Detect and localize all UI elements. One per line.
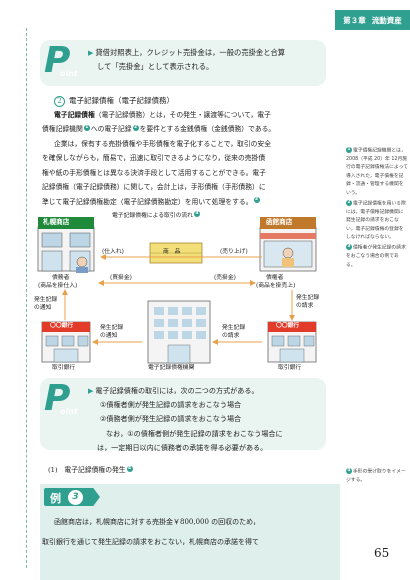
point-logo-suffix: oint [60,407,78,416]
request-mid-label-1: 発生記録 [222,325,246,331]
section-heading: 2 電子記録債権（電子記録債務） [54,95,174,107]
definition-line-2c: を要件とする金銭債権（金銭債務）である。 [139,125,276,134]
side-note-number: 4 [346,468,352,474]
right-bank-sign: 〇〇銀行 [276,323,300,329]
point-logo: P oint [44,40,80,81]
point-line-2: して「売掛金」として表示される。 [97,62,214,71]
chapter-number: 第３章 [343,15,366,25]
point-logo-letter: P [44,378,71,419]
point2-line-3: ②債務者側が発生記録の請求をおこなう場合 [100,414,242,424]
footnote-marker-4: 4 [193,211,200,217]
footnote-marker-1: 1 [83,125,90,132]
usage-line: 準じて電子記録債権勘定（電子記録債務勘定）を用いて処理をする。 [42,197,253,206]
definition-line-2b: への電子記録 [90,125,132,134]
right-shop-building [259,217,317,272]
creditor-label: 債権者 [266,275,284,281]
left-bank-building [41,321,91,363]
request-right-label-1: 発生記録 [296,295,320,301]
chapter-tab: 第３章 流動資産 [335,10,410,30]
definition-line-1: （電子記録債務）とは，その発生・譲渡等について，電子 [94,111,271,119]
point-panel-2 [40,378,326,450]
example-number: 3 [68,490,83,505]
chapter-title: 流動資産 [371,15,402,25]
page-number: 65 [374,546,390,560]
point2-line-4: なお，①の債権者側が発生記録の請求をおこなう場合に [106,428,283,438]
goods-label: 商 品 [163,249,181,255]
side-note-text: 電子記録債権を用いる際には，電子債権記録機関に発生記録の請求をおこない，電子記録… [346,201,406,241]
flow-title-text: 電子記録債権による取引の流れ [112,212,193,219]
section-title: 電子記録債権（電子記録債務） [69,96,174,105]
goods-box [149,242,203,264]
example-line-1: 函館商店は，札幌商店に対する売掛金￥800,000 の回収のため， [54,518,260,526]
right-shop-sign: 函館商店 [266,218,293,226]
left-bank-label: 取引銀行 [52,365,76,371]
creditor-sub-label: (商品を掛売上) [256,283,296,289]
usage-line: 記録債権（電子記録債務）に関して，会計上は，手形債権（手形債務）に [42,183,266,192]
right-bank-building [267,321,317,363]
center-label: 電子記録債権機関 [148,365,195,371]
footnote-marker-4b: 4 [126,465,133,472]
point-logo-suffix: oint [60,69,78,78]
receivable-label: (売掛金) [214,275,236,281]
sales-label: (売り上げ) [220,249,248,255]
point-panel [40,40,326,86]
side-note-text: 債権者が発生記録の請求をおこなう場合の例である。 [346,245,406,268]
left-shop-sign: 札幌商店 [43,218,70,226]
notify-mid-label-1: 発生記録 [100,325,124,331]
bullet-arrow-icon: ▶ [88,49,94,57]
footnote-marker-3: 3 [253,197,260,204]
example-line-2: 取引銀行を通じて発生記録の請求をおこない，札幌商店の承諾を得て [42,538,259,546]
bullet-arrow-icon: ▶ [88,387,94,395]
usage-line: 企業は，保有する売掛債権や手形債権を電子化することで，取引の安全 [54,140,272,148]
side-note-text: 手形の受け取りをイメージする。 [346,469,406,483]
center-institution-building [147,300,211,364]
notify-mid-label-2: の通知 [100,333,118,339]
side-note-text: 電子債権記録機関とは，2008（平成 20）年 12月施行の電子記録債権法によっ… [346,148,408,196]
footnote-marker-2: 2 [132,125,139,132]
debtor-label: 債務者 [52,275,70,281]
usage-line: 権や紙の手形債権とは異なる決済手段として活用することができる。電子 [42,168,266,177]
notify-left-label-1: 発生記録 [34,297,58,303]
point2-line-2: ①債権者側が発生記録の請求をおこなう場合 [100,400,242,410]
example-badge: 例 3 [44,488,100,506]
request-mid-label-2: の請求 [222,333,240,339]
point-line-1: 貸借対照表上，クレジット売掛金は，一般の売掛金と合算 [95,48,286,57]
left-bank-sign: 〇〇銀行 [50,323,74,329]
notify-left-label-2: の通知 [34,305,52,311]
definition-line-2a: 債権記録機関 [42,125,83,134]
point-text-2: ▶電子記録債権の取引には，次の二つの方式がある。 ①債権者側が発生記録の請求をお… [88,384,324,455]
paragraph-usage: 企業は，保有する売掛債権や手形債権を電子化することで，取引の安全 を確保しながら… [42,137,332,209]
point2-line-5: は，一定期日以内に債務者の承諾を得る必要がある。 [97,442,268,452]
point-logo-letter: P [44,40,71,81]
example-label: 例 [50,492,61,505]
purchase-label: (仕入れ) [102,249,124,255]
payable-label: (買掛金) [110,275,132,281]
diagram-graphics [37,217,317,364]
request-right-label-2: の請求 [296,303,314,309]
section-number: 2 [54,95,65,107]
side-note-number: 3 [346,244,352,251]
side-note-number: 2 [346,199,352,206]
usage-line: を確保しながらも，簡易で，迅速に取引できるようになり，従来の売掛債 [42,154,266,163]
side-note-number: 1 [346,147,352,153]
point2-line-1: 電子記録債権の取引には，次の二つの方式がある。 [95,386,259,395]
point-logo-2: P oint [44,378,80,419]
point-text: ▶貸借対照表上，クレジット売掛金は，一般の売掛金と合算 して「売掛金」として表示… [88,46,324,74]
debtor-sub-label: (商品を掛仕入) [38,283,78,289]
example-text: 函館商店は，札幌商店に対する売掛金￥800,000 の回収のため， 取引銀行を通… [42,512,336,552]
debtor-person-icon [76,256,88,273]
right-bank-label: 取引銀行 [278,365,302,371]
term-bold: 電子記録債権 [54,111,95,119]
subsection-label: (1) 電子記録債権の発生 [48,466,126,474]
margin-guide-line [26,28,27,568]
